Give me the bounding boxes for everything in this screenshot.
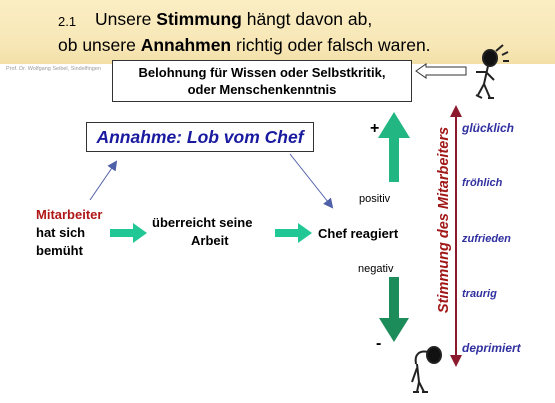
header-line-2: ob unsere Annahmen richtig oder falsch w… (58, 35, 431, 55)
mood-level-sad: traurig (462, 288, 497, 300)
section-number: 2.1 (58, 14, 77, 29)
flow-arrow-2 (275, 223, 312, 243)
positive-label: positiv (359, 193, 391, 205)
negative-arrow (379, 277, 409, 342)
mood-level-content: zufrieden (462, 233, 511, 245)
arrow-assumption-to-boss (289, 153, 334, 209)
plus-sign: + (370, 120, 380, 137)
employee-line-3: bemüht (36, 243, 83, 258)
reward-line-1: Belohnung für Wissen oder Selbstkritik, (138, 65, 386, 80)
positive-arrow (378, 112, 410, 182)
negative-label: negativ (358, 263, 394, 275)
flow-arrow-1 (110, 223, 147, 243)
mood-level-cheerful: fröhlich (462, 177, 503, 189)
header-line-1: Unsere Stimmung hängt davon ab, (95, 9, 373, 29)
hands-over-line-2: Arbeit (191, 233, 229, 248)
employee-line-2: hat sich (36, 225, 86, 240)
employee-label: Mitarbeiter (36, 207, 103, 222)
reward-box: Belohnung für Wissen oder Selbstkritik, … (112, 60, 412, 102)
mood-axis-head-top (450, 105, 462, 117)
boss-reacts-label: Chef reagiert (318, 226, 399, 241)
reward-line-2: oder Menschenkenntnis (187, 82, 337, 97)
mood-axis-head-bottom (450, 355, 462, 367)
minus-sign: - (376, 335, 382, 352)
mood-level-depressed: deprimiert (462, 341, 521, 355)
hands-over-line-1: überreicht seine (152, 215, 253, 230)
assumption-box: Annahme: Lob vom Chef (86, 122, 314, 152)
hollow-arrow-to-reward (415, 63, 467, 79)
author-credit: Prof. Dr. Wolfgang Seibel, Sindelfingen (6, 66, 101, 72)
happy-figure-icon (475, 44, 509, 99)
mood-level-happy: glücklich (462, 121, 515, 135)
mood-axis-label: Stimmung des Mitarbeiters (436, 126, 452, 314)
arrow-employee-to-assumption (89, 160, 118, 201)
sad-figure-icon (411, 346, 442, 393)
header-band (0, 0, 555, 64)
